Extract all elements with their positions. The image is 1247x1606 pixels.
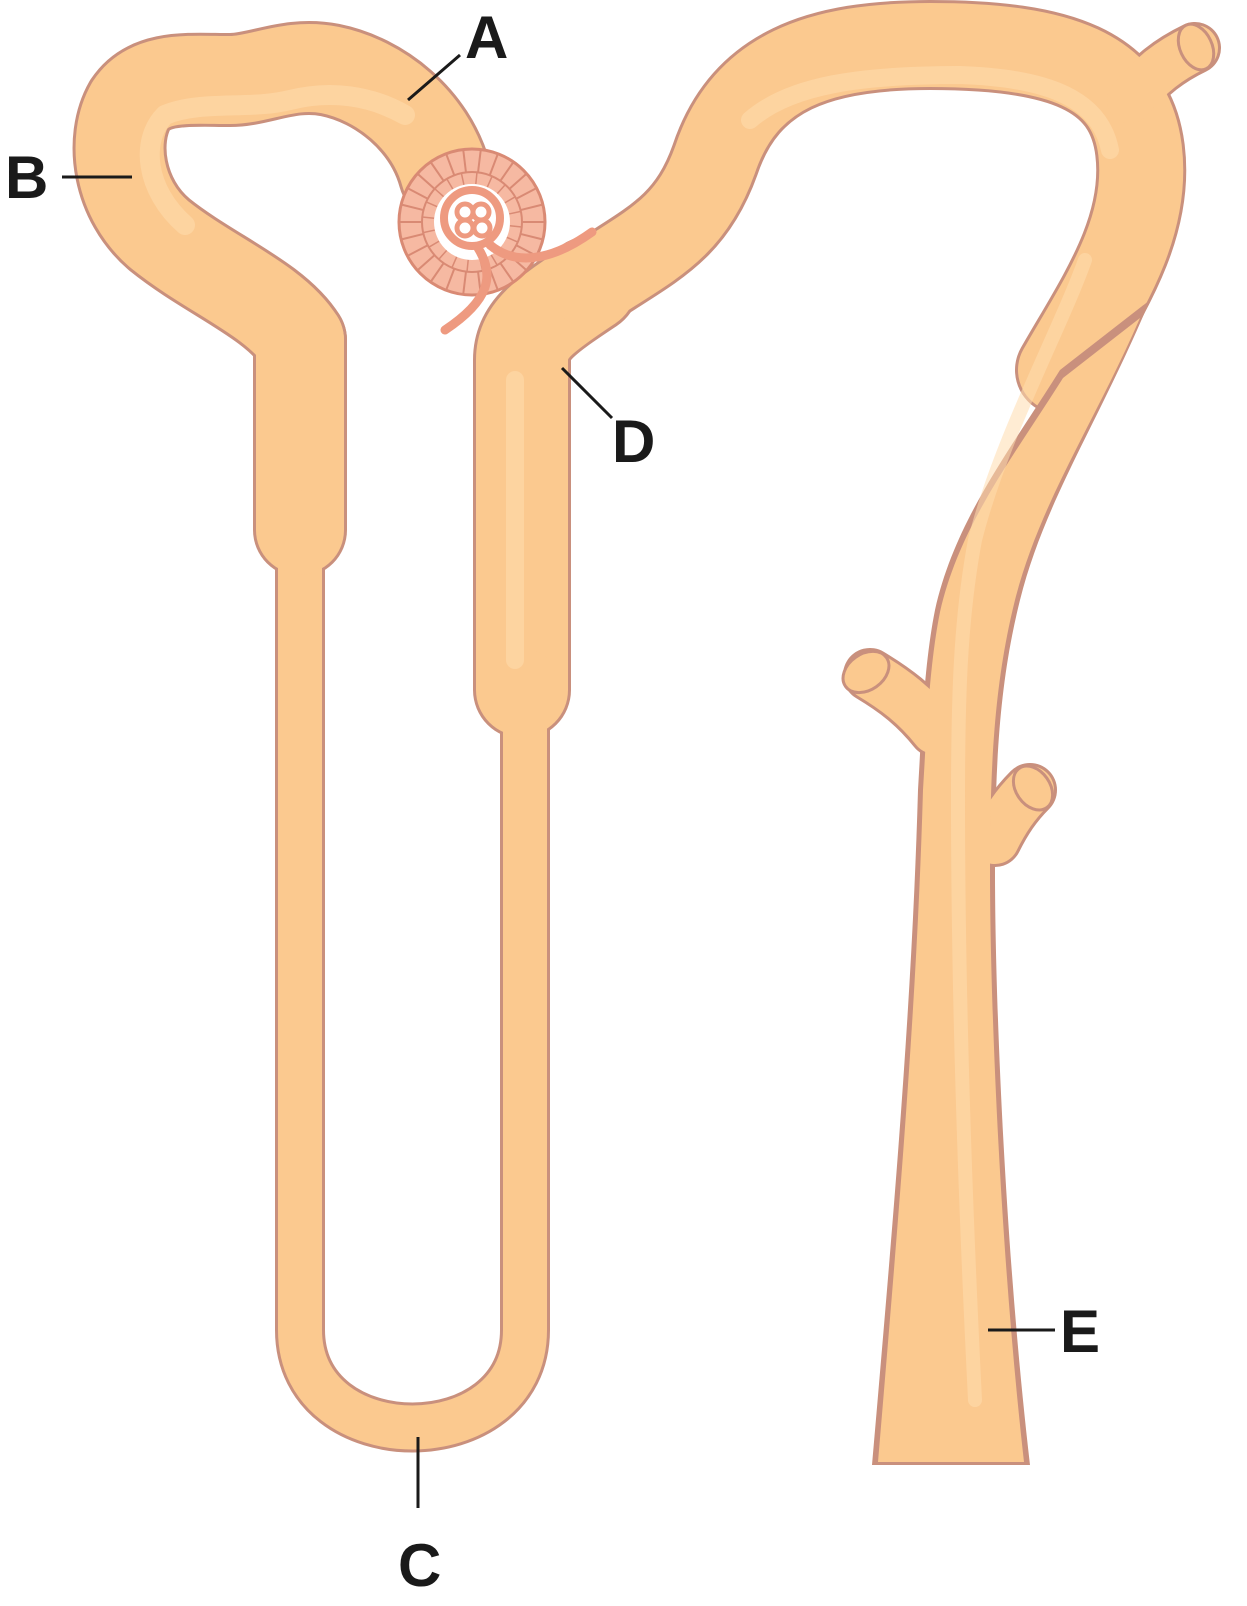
- nephron-tubule: [120, 45, 1195, 1428]
- label-b: B: [5, 144, 48, 211]
- label-d: D: [612, 408, 655, 475]
- label-c: C: [398, 1532, 441, 1599]
- label-a: A: [465, 4, 508, 71]
- label-e: E: [1060, 1298, 1100, 1365]
- ascending-thick-segment: [522, 285, 590, 690]
